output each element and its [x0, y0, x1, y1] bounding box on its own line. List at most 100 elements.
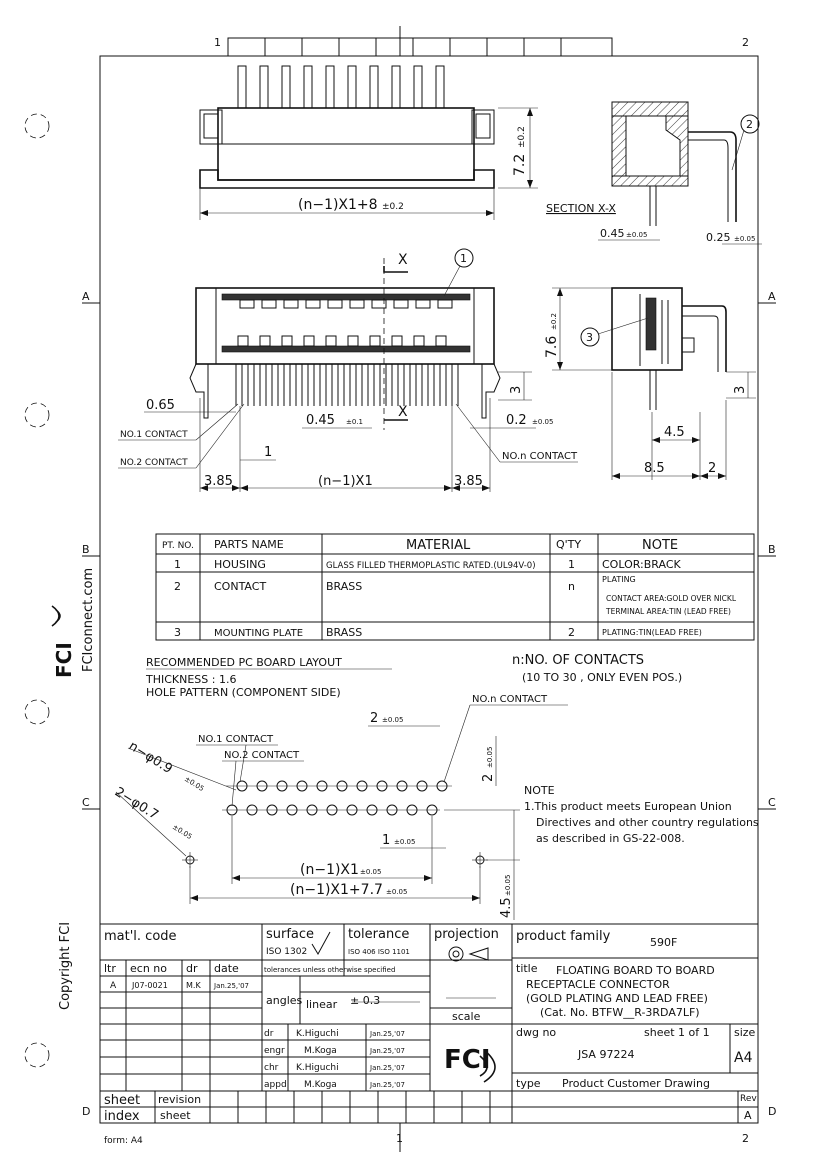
product-family-label: product family [516, 929, 611, 944]
pcb-title: RECOMMENDED PC BOARD LAYOUT [146, 656, 342, 669]
pcb-dim-2b-tol: ±0.05 [486, 747, 494, 768]
size-label: size [734, 1026, 756, 1039]
product-family-value: 590F [650, 936, 677, 949]
sign-date-2: Jan.25,'07 [369, 1047, 405, 1055]
sign-date-1: Jan.25,'07 [369, 1030, 405, 1038]
section-view: 2 SECTION X-X 0.45 ±0.05 0.25 ±0.05 [546, 101, 762, 245]
dim-02: 0.2 [506, 413, 527, 428]
type-value: Product Customer Drawing [562, 1077, 710, 1090]
th-qty: Q'TY [556, 538, 581, 551]
pcb-dim-2a-tol: ±0.05 [382, 716, 403, 724]
sign-name-2: M.Koga [304, 1046, 337, 1056]
rev-label: Rev [740, 1094, 757, 1104]
dim-85: 8.5 [644, 461, 665, 476]
zone-top-1: 1 [214, 36, 221, 49]
row-right-a: A [768, 290, 776, 303]
r1-ptno: 1 [174, 558, 181, 571]
pcb-no2-label: NO.2 CONTACT [224, 750, 300, 761]
pcb-non-label: NO.n CONTACT [472, 694, 548, 705]
pcb-dim-45-tol: ±0.05 [504, 875, 512, 896]
note-line-3: as described in GS-22-008. [536, 832, 685, 845]
dr-header: dr [186, 962, 198, 975]
dim-height: 7.2 [512, 154, 528, 176]
th-parts-name: PARTS NAME [214, 538, 284, 551]
pcb-dim-2b: 2 [481, 774, 496, 782]
section-callout-2: 2 [746, 118, 753, 131]
pcb-dim-n177: (n−1)X1+7.7 [290, 882, 383, 898]
dim-n1x1: (n−1)X1 [318, 474, 373, 489]
th-material: MATERIAL [406, 538, 471, 553]
section-dim-right-tol: ±0.05 [734, 235, 755, 243]
side-view: 3 7.6 ±0.2 3 4.5 8.5 2 [544, 287, 756, 480]
type-label: type [516, 1077, 541, 1090]
r2-note: PLATING [602, 575, 636, 584]
sheet-label: sheet [104, 1093, 140, 1108]
row-right-c: C [768, 796, 776, 809]
note-title: NOTE [524, 784, 555, 797]
dwg-no-label: dwg no [516, 1026, 556, 1039]
parts-table: PT. NO. PARTS NAME MATERIAL Q'TY NOTE 1 … [155, 533, 755, 641]
ltr-header: ltr [104, 962, 116, 975]
fci-logo: FCI [444, 1045, 496, 1083]
front-callout-1: 1 [460, 252, 467, 265]
scale-label: scale [452, 1010, 481, 1023]
r2-ptno: 2 [174, 580, 181, 593]
dim-02-tol: ±0.05 [532, 418, 553, 426]
dim-3-side: 3 [733, 386, 748, 394]
r2-name: CONTACT [214, 580, 266, 593]
side-site-text: FCIconnect.com [81, 568, 96, 672]
row-left-d: D [82, 1105, 90, 1118]
dim-76-tol: ±0.2 [550, 313, 558, 330]
pcb-dim-n1-tol: ±0.05 [360, 868, 381, 876]
tolerance-std: ISO 406 ISO 1101 [348, 948, 410, 956]
pcb-dim-n177-tol: ±0.05 [386, 888, 407, 896]
r3-material: BRASS [326, 626, 362, 639]
pcb-dim-2a: 2 [370, 711, 378, 726]
note-line-1: 1.This product meets European Union [524, 800, 732, 813]
r2-qty: n [568, 580, 575, 593]
rev-a-date: Jan.25,'07 [213, 982, 249, 990]
dim-1: 1 [264, 445, 272, 460]
dim-width: (n−1)X1+8 [298, 197, 378, 213]
pcb-dim-1: 1 [382, 833, 390, 848]
note-line-2: Directives and other country regulations [536, 816, 759, 829]
n-definition: n:NO. OF CONTACTS [512, 653, 644, 668]
dim-76: 7.6 [544, 336, 560, 358]
row-left-b: B [82, 543, 90, 556]
angles-label: angles [266, 994, 303, 1007]
linear-label: linear [306, 998, 338, 1011]
projection-label: projection [434, 927, 499, 942]
r3-ptno: 3 [174, 626, 181, 639]
section-dim-left-tol: ±0.05 [626, 231, 647, 239]
r3-name: MOUNTING PLATE [214, 628, 303, 639]
matl-code-label: mat'l. code [104, 929, 177, 944]
hole-n-tol: ±0.05 [183, 775, 205, 793]
hole-n-label: n−φ0.9 [126, 739, 175, 777]
form-label: form: A4 [104, 1136, 143, 1146]
side-copyright: Copyright FCI [58, 922, 73, 1010]
x-mark-bottom: X [398, 404, 408, 420]
sign-date-4: Jan.25,'07 [369, 1081, 405, 1089]
fci-logo-text: FCI [444, 1045, 491, 1075]
front-view: X X 1 0.65 NO.1 CONTACT NO.2 CONTACT 0.4… [118, 248, 578, 492]
hole-grid [185, 780, 485, 865]
r1-qty: 1 [568, 558, 575, 571]
sign-role-4: appd [264, 1080, 287, 1090]
pcb-layout: RECOMMENDED PC BOARD LAYOUT THICKNESS : … [112, 653, 759, 920]
rev-value: A [744, 1109, 752, 1122]
sheet-of-label: sheet 1 of 1 [644, 1026, 710, 1039]
index-label: index [104, 1109, 140, 1124]
dim-height-tol: ±0.2 [517, 126, 527, 148]
side-branding: FCIconnect.com FCI Copyright FCI [51, 568, 96, 1010]
size-value: A4 [734, 1050, 753, 1066]
non-contact-label: NO.n CONTACT [502, 451, 578, 462]
dwg-no-value: JSA 97224 [577, 1048, 634, 1061]
hole-2-label: 2−φ0.7 [112, 785, 161, 823]
dim-045: 0.45 [306, 413, 335, 428]
row-right-d: D [768, 1105, 776, 1118]
r2-material: BRASS [326, 580, 362, 593]
th-ptno: PT. NO. [162, 541, 194, 551]
sign-name-1: K.Higuchi [296, 1029, 339, 1039]
zone-bottom-1: 1 [396, 1132, 403, 1145]
pcb-dim-n1: (n−1)X1 [300, 862, 359, 878]
